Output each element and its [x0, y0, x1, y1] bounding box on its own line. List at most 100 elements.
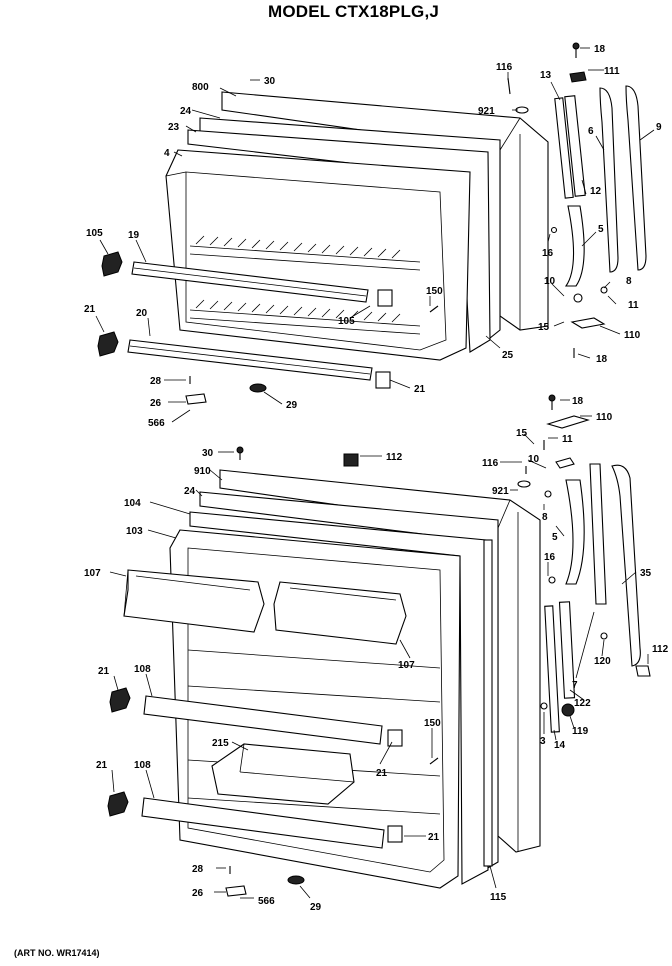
- freezer-screw-150: [429, 305, 439, 313]
- callout-23: 23: [168, 122, 180, 133]
- fresh-food-hinge-pin-7: [589, 463, 607, 605]
- callout-b566: 566: [258, 896, 275, 907]
- callout-6: 6: [588, 126, 594, 137]
- callout-12: 12: [590, 186, 602, 197]
- fresh-food-clip-21-d: [387, 825, 403, 843]
- callout-b108b: 108: [134, 760, 151, 771]
- callout-16: 16: [542, 248, 554, 259]
- leader-lines: [95, 47, 655, 899]
- callout-800: 800: [192, 82, 209, 93]
- fresh-food-handle-35: [611, 464, 641, 667]
- callout-9: 9: [656, 122, 662, 133]
- callout-b30: 30: [202, 448, 214, 459]
- callout-26: 26: [150, 398, 162, 409]
- callout-116: 116: [496, 62, 513, 73]
- callout-b29: 29: [310, 902, 322, 913]
- callout-b14: 14: [554, 740, 566, 751]
- freezer-screw-116: [507, 77, 511, 95]
- fresh-food-bin-215: [211, 743, 355, 805]
- callout-b104: 104: [124, 498, 141, 509]
- callout-921: 921: [478, 106, 495, 117]
- callout-4: 4: [164, 148, 170, 159]
- callout-b3: 3: [540, 736, 546, 747]
- freezer-door-assembly: [97, 42, 647, 405]
- callout-18: 18: [594, 44, 606, 55]
- callout-b150: 150: [424, 718, 441, 729]
- callout-labels-bottom: 18 110 15 11 30 112 116 10 910 921 24 8 …: [84, 396, 669, 913]
- callout-b11: 11: [562, 434, 573, 445]
- callout-25: 25: [502, 350, 514, 361]
- callout-20: 20: [136, 308, 148, 319]
- fresh-food-plug-29: [287, 875, 305, 885]
- callout-b5: 5: [552, 532, 558, 543]
- callout-b7: 7: [572, 680, 578, 691]
- fresh-food-strip-122: [558, 601, 576, 699]
- callout-30: 30: [264, 76, 276, 87]
- freezer-clip-105-right: [377, 289, 393, 307]
- fresh-food-bushing-921: [517, 480, 531, 488]
- callout-10: 10: [544, 276, 556, 287]
- art-number: (ART NO. WR17414): [14, 948, 100, 958]
- callout-21: 21: [84, 304, 96, 315]
- freezer-handle-6: [599, 87, 619, 273]
- callout-b8: 8: [542, 512, 548, 523]
- freezer-plug-29: [249, 383, 267, 393]
- freezer-plate-26: [185, 393, 207, 405]
- callout-b16: 16: [544, 552, 556, 563]
- callout-150: 150: [426, 286, 443, 297]
- callout-b21b: 21: [376, 768, 388, 779]
- callout-b910: 910: [194, 466, 211, 477]
- freezer-hinge-110: [570, 317, 606, 329]
- fresh-food-door-outer-panel: [219, 469, 541, 853]
- callout-13: 13: [540, 70, 552, 81]
- fresh-food-hinge-110: [546, 415, 590, 429]
- fresh-food-bracket-112-side: [635, 665, 651, 677]
- freezer-handle-trim-9: [625, 85, 647, 271]
- fresh-food-strip-115: [483, 539, 493, 867]
- callout-b122: 122: [574, 698, 591, 709]
- fresh-food-screw-150: [429, 757, 439, 765]
- fresh-food-clip-21-a: [109, 687, 131, 713]
- callout-b15: 15: [516, 428, 528, 439]
- fresh-food-bracket-112-top: [343, 453, 359, 467]
- callout-b24: 24: [184, 486, 196, 497]
- callout-28: 28: [150, 376, 162, 387]
- fresh-food-shelf-bar-108-upper: [143, 695, 383, 745]
- model-title: MODEL CTX18PLG,J: [268, 2, 440, 21]
- callout-b103: 103: [126, 526, 143, 537]
- freezer-clip-21-left: [97, 331, 119, 357]
- callout-29: 29: [286, 400, 298, 411]
- callout-b26: 26: [192, 888, 204, 899]
- freezer-clip-21-right: [375, 371, 391, 389]
- callout-b120: 120: [594, 656, 611, 667]
- callout-b28: 28: [192, 864, 204, 875]
- callout-b21c: 21: [96, 760, 108, 771]
- fresh-food-cap-119: [561, 703, 575, 717]
- callout-15: 15: [538, 322, 550, 333]
- freezer-liner-shelf-ribs: [189, 235, 421, 335]
- callout-b921: 921: [492, 486, 509, 497]
- callout-19: 19: [128, 230, 140, 241]
- callout-8: 8: [626, 276, 632, 287]
- fresh-food-clip-21-b: [107, 791, 129, 817]
- callout-24: 24: [180, 106, 192, 117]
- callout-b115: 115: [490, 892, 507, 903]
- callout-b107b: 107: [398, 660, 415, 671]
- callout-b108: 108: [134, 664, 151, 675]
- freezer-strip-12: [564, 95, 586, 197]
- fresh-food-strip-14: [544, 605, 560, 733]
- callout-11: 11: [628, 300, 639, 311]
- callout-18b: 18: [596, 354, 608, 365]
- fresh-food-clip-21-c: [387, 729, 403, 747]
- callout-b18: 18: [572, 396, 584, 407]
- fresh-food-compartment-107-left: [123, 569, 265, 633]
- callout-105b: 105: [338, 316, 355, 327]
- freezer-clip-105-left: [101, 251, 123, 277]
- callout-566: 566: [148, 418, 165, 429]
- fresh-food-shelf-bar-108-lower: [141, 797, 385, 849]
- fresh-food-plate-26: [225, 885, 247, 897]
- callout-b112b: 112: [652, 644, 669, 655]
- freezer-hinge-5: [564, 205, 585, 287]
- callout-110: 110: [624, 330, 641, 341]
